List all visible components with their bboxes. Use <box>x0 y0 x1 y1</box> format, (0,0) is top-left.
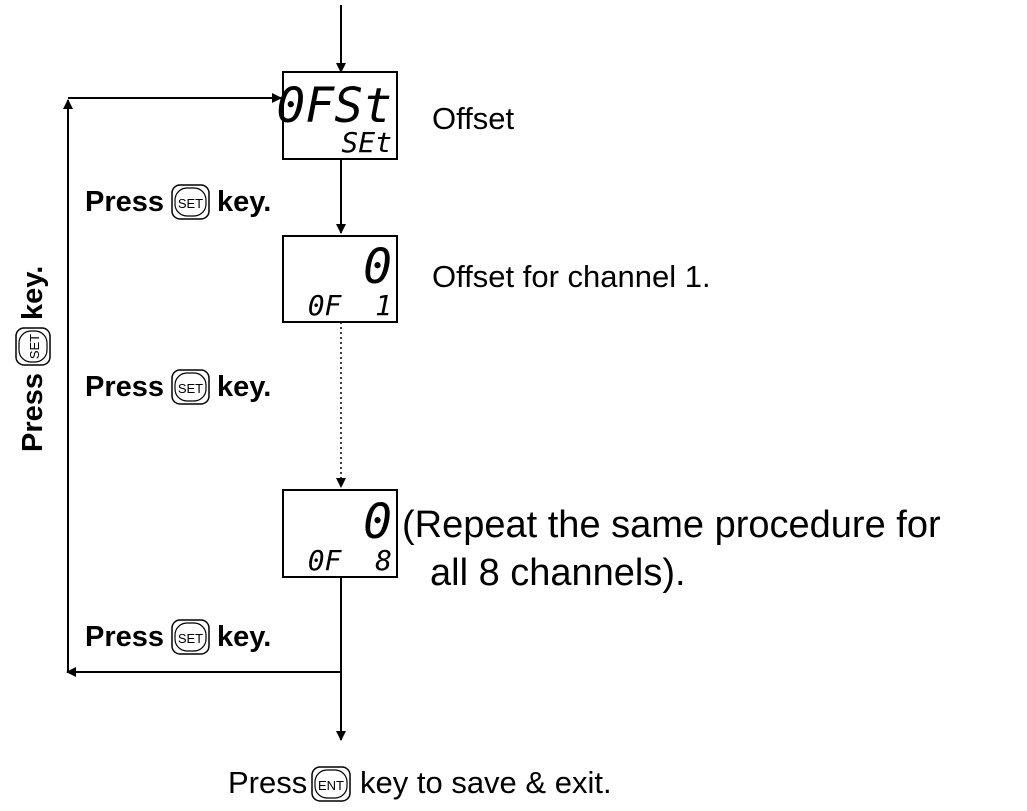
press-word: Press <box>85 621 164 653</box>
step-press-set-3: Press SET key. <box>85 619 271 655</box>
ent-key-icon: ENT <box>311 766 351 802</box>
set-key-icon: SET <box>171 369 210 405</box>
set-key-icon: SET <box>171 184 210 220</box>
footer-press-word: Press <box>228 765 307 800</box>
set-key-label: SET <box>178 196 203 211</box>
set-key-label: SET <box>178 631 203 646</box>
press-word: Press <box>85 371 164 403</box>
set-key-label: SET <box>178 381 203 396</box>
footer-save-exit: Press ENT key to save & exit. <box>228 765 612 802</box>
lcd-top-text: 0FSt <box>276 78 392 134</box>
offset-label: Offset <box>432 101 515 136</box>
key-word: key. <box>217 186 271 218</box>
key-word: key. <box>17 266 49 320</box>
key-word: key. <box>217 371 271 403</box>
key-word: key. <box>217 621 271 653</box>
lcd-bottom-text: 0F 1 <box>308 289 392 322</box>
footer-suffix-text: key to save & exit. <box>360 765 612 800</box>
press-word: Press <box>85 186 164 218</box>
lcd-bottom-text: 0F 8 <box>308 544 392 577</box>
set-key-icon: SET <box>15 327 51 366</box>
lcd-top-text: 0 <box>363 494 392 550</box>
ent-key-label: ENT <box>318 778 344 793</box>
repeat-note-line-2: all 8 channels). <box>430 552 686 594</box>
lcd-bottom-text: SEt <box>341 126 392 159</box>
lcd-top-text: 0 <box>363 239 392 295</box>
lcd-display-offset: 0FSt SEt <box>276 71 398 160</box>
set-key-label: SET <box>27 334 42 359</box>
side-press-set-label: Press SET key. <box>15 266 51 452</box>
lcd-display-channel-1: 0 0F 1 <box>282 235 398 323</box>
step-press-set-2: Press SET key. <box>85 369 271 405</box>
lcd-display-channel-8: 0 0F 8 <box>282 489 398 578</box>
set-key-icon: SET <box>171 619 210 655</box>
repeat-note-line-1: (Repeat the same procedure for <box>402 504 941 546</box>
offset-channel-1-label: Offset for channel 1. <box>432 259 711 294</box>
step-press-set-1: Press SET key. <box>85 184 271 220</box>
press-word: Press <box>17 373 49 452</box>
